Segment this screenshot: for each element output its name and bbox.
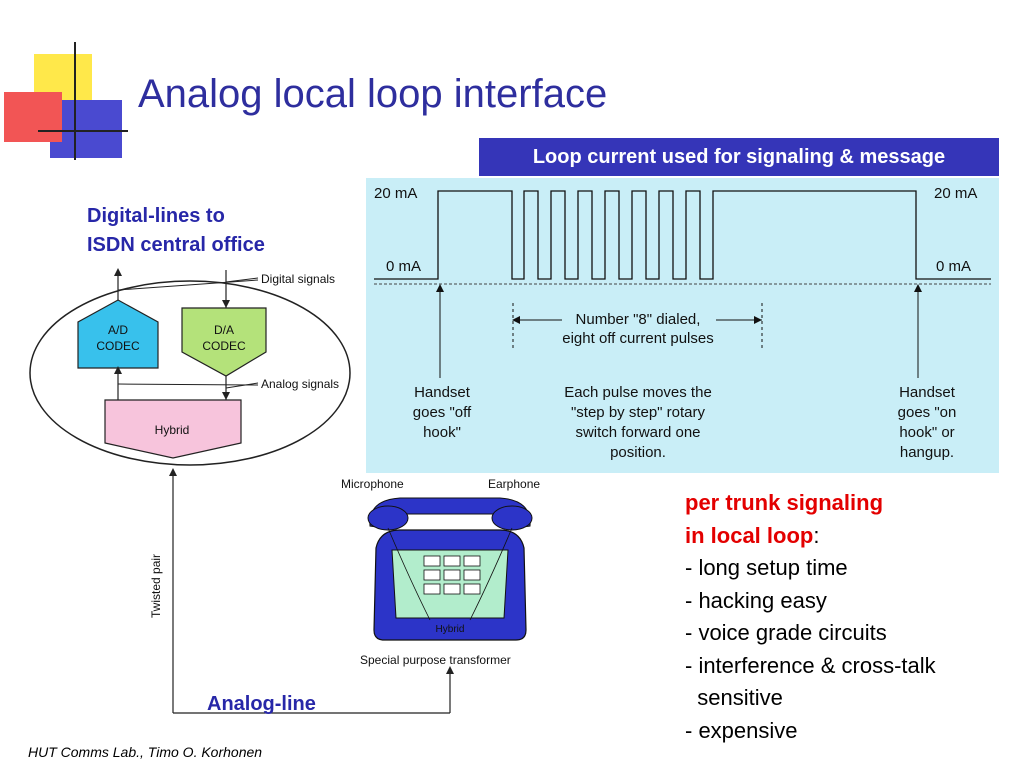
drawback-item: - expensive [685,717,798,743]
pulse-desc-label: Each pulse moves the [564,384,712,401]
signaling-heading-line2: in local loop: [685,520,936,553]
signaling-heading-line1: per trunk signaling [685,490,884,515]
right-high-label: 20 mA [934,185,977,202]
da-codec-label: D/A [214,323,234,337]
arrow-head [222,392,230,400]
arrow-head [512,316,520,324]
microphone-cup [367,505,409,531]
arrow-head [754,316,762,324]
arrow-head [114,366,122,374]
digital-signals-label: Digital signals [261,272,335,286]
onhook-label: hangup. [900,444,954,461]
hybrid-label: Hybrid [155,423,190,437]
pulse-desc-label: position. [610,444,666,461]
signaling-colon: : [813,522,820,548]
dialed-label: eight off current pulses [562,330,713,347]
ad-codec-label: A/D [108,323,128,337]
pulse-desc-label: switch forward one [575,424,700,441]
digital-lines-heading: Digital-lines to ISDN central office [87,202,265,260]
analog-signals-pointer [117,383,259,386]
arrow-head [169,468,177,476]
ad-codec-label: CODEC [96,339,140,353]
digital-signals-pointer [117,279,259,291]
arrow-head [436,284,444,292]
phone-wire [387,527,431,621]
transformer-label: Special purpose transformer [360,653,511,667]
offhook-label: Handset [414,384,471,401]
phone-hybrid-label: Hybrid [436,624,465,635]
offhook-label: hook" [423,424,461,441]
digital-signals-pointer [225,277,259,283]
left-low-label: 0 mA [386,258,421,275]
onhook-label: goes "on [898,404,957,421]
signaling-heading-text: in local loop [685,522,814,548]
hybrid-shape [104,399,242,459]
phone-wire [469,527,513,621]
footer-credit: HUT Comms Lab., Timo O. Korhonen [28,744,263,760]
onhook-label: hook" or [899,424,954,441]
digital-lines-heading-line1: Digital-lines to [87,205,225,227]
arrow-head [222,300,230,308]
pulse-diagram-panel [366,178,999,473]
pulse-diagram: 20 mA 0 mA 20 mA 0 mA Number "8" dialed,… [374,185,991,461]
drawback-item: - voice grade circuits [685,620,887,645]
analog-signals-label: Analog signals [261,377,339,391]
twisted-pair-label: Twisted pair [149,554,163,618]
analog-signals-pointer [225,382,259,389]
logo-red-square [4,92,62,142]
right-low-label: 0 mA [936,258,971,275]
onhook-label: Handset [899,384,956,401]
da-codec-shape [181,307,267,377]
page-title: Analog local loop interface [138,72,608,116]
signaling-drawbacks: per trunk signaling in local loop: - lon… [685,487,936,747]
central-office-ellipse [29,280,351,466]
corner-logo [4,42,128,160]
codec-diagram: Digital signals A/D CODEC D/A CODEC Anal… [29,268,454,714]
analog-line-label: Analog-line [207,693,316,715]
da-codec-label: CODEC [202,339,246,353]
offhook-label: goes "off [413,404,472,421]
microphone-label: Microphone [341,477,404,491]
pulse-banner: Loop current used for signaling & messag… [479,138,999,176]
pulse-desc-label: "step by step" rotary [571,404,706,421]
keypad [423,555,481,595]
left-high-label: 20 mA [374,185,417,202]
drawback-item: - interference & cross-talk [685,652,936,678]
earphone-label: Earphone [488,477,540,491]
drawback-item: - long setup time [685,555,848,580]
drawback-item: sensitive [685,685,783,710]
drawback-item: - hacking easy [685,587,827,613]
dialed-label: Number "8" dialed, [576,311,701,328]
arrow-head [446,666,454,674]
telephone-illustration: Microphone Earphone Hybrid Special purpo… [341,477,540,667]
arrow-head [914,284,922,292]
earphone-cup [491,505,533,531]
arrow-head [114,268,122,276]
digital-lines-heading-line2: ISDN central office [87,234,265,256]
pulse-waveform [374,190,991,280]
